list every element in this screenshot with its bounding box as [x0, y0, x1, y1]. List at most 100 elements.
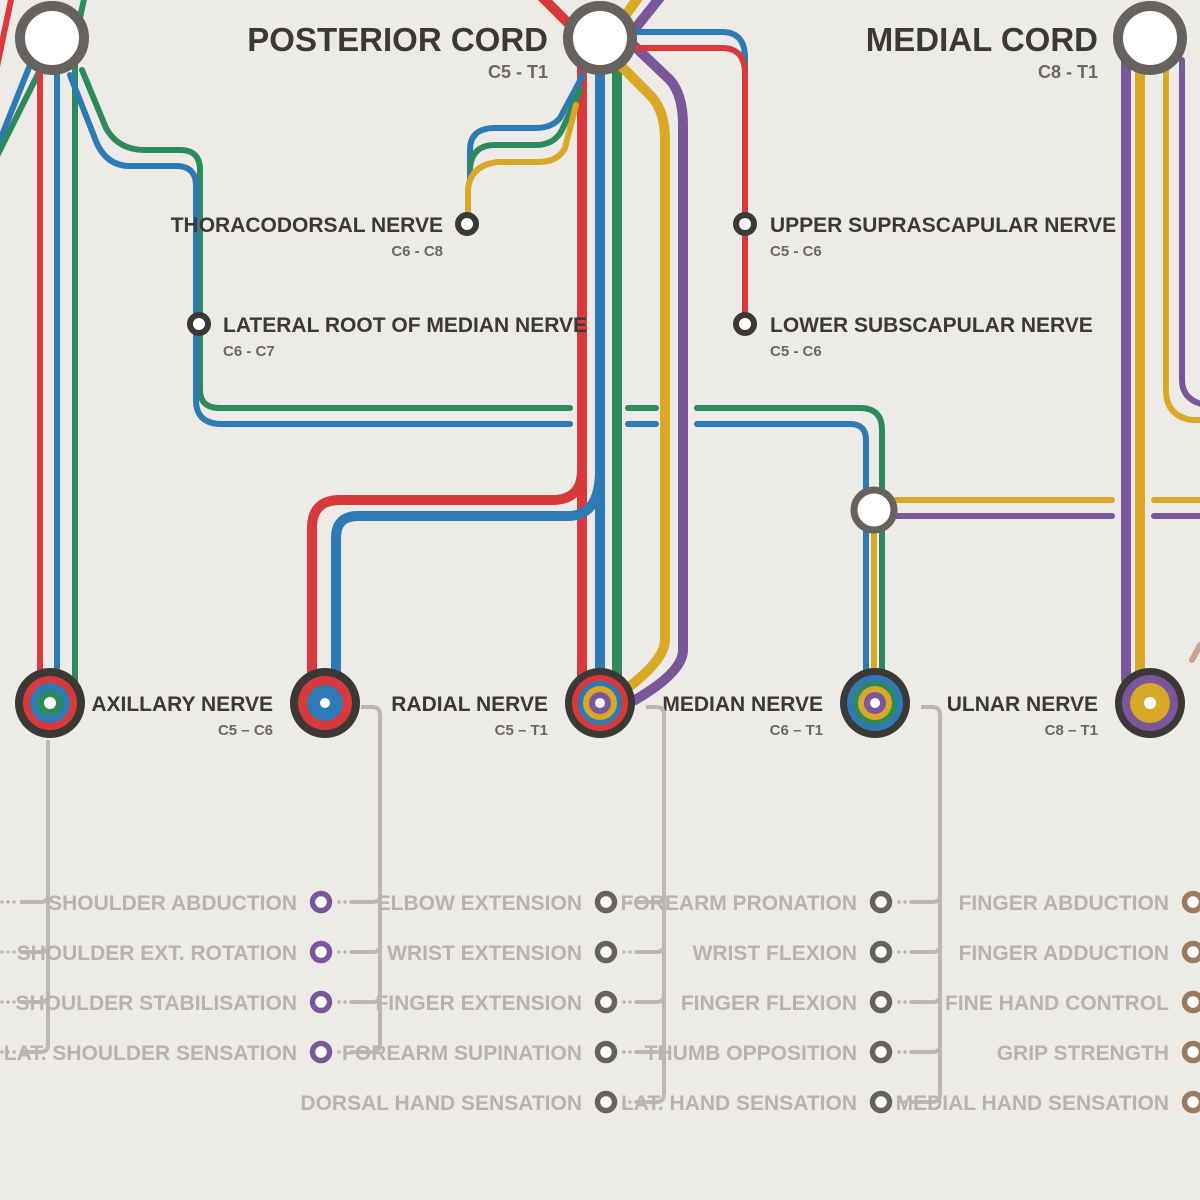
axillary-nerve-station[interactable] [290, 668, 360, 738]
lower-subscapular-station[interactable] [733, 312, 757, 336]
function-item[interactable]: FOREARM PRONATION [621, 890, 942, 915]
left-nerve-station[interactable] [15, 668, 85, 738]
ulnar-nerve-range: C8 – T1 [1045, 722, 1098, 739]
median-connector-trunk [911, 705, 942, 1104]
leader-dot [622, 1000, 626, 1004]
connector-left [20, 740, 50, 1054]
leader-dot [903, 1100, 907, 1104]
leader-dot [0, 950, 4, 954]
median-junction-station[interactable] [850, 486, 898, 534]
radial-nerve-station[interactable] [565, 668, 635, 738]
function-item[interactable]: SHOULDER ABDUCTION [48, 890, 382, 915]
leader-dot [628, 1100, 632, 1104]
leader-dot [12, 900, 16, 904]
labels: POSTERIOR CORD C5 - T1 MEDIAL CORD C8 - … [91, 21, 1116, 739]
leader-dot [634, 1100, 638, 1104]
lower-subscapular-range: C5 - C6 [770, 343, 822, 360]
leader-dot [634, 900, 638, 904]
leader-dot [628, 950, 632, 954]
axillary-connector-trunk [351, 705, 382, 1054]
function-connector-tick [351, 895, 382, 904]
connector-left-tick-3 [20, 995, 50, 1004]
function-station-icon [594, 890, 618, 914]
upper-subscapular-label: UPPER SUPRASCAPULAR NERVE [770, 214, 1116, 237]
leader-dot [909, 1050, 913, 1054]
leader-dot [12, 1000, 16, 1004]
function-item[interactable]: DORSAL HAND SENSATION [300, 1090, 638, 1115]
leader-dot [349, 900, 353, 904]
leader-dot [634, 1050, 638, 1054]
median-nerve-station[interactable] [840, 668, 910, 738]
function-label: FINGER ADDUCTION [959, 942, 1169, 965]
function-label: DORSAL HAND SENSATION [300, 1092, 582, 1115]
function-station-icon [869, 990, 893, 1014]
function-station-icon [594, 940, 618, 964]
function-label: GRIP STRENGTH [997, 1042, 1169, 1065]
function-item[interactable]: LAT. HAND SENSATION [621, 1090, 913, 1115]
leader-dot [628, 1000, 632, 1004]
function-label: SHOULDER ABDUCTION [48, 892, 297, 915]
line-green-thoracodorsal [467, 87, 583, 171]
line-brown-right-edge [1189, 642, 1200, 663]
lower-subscapular-label: LOWER SUBSCAPULAR NERVE [770, 314, 1093, 337]
leader-dot [343, 1000, 347, 1004]
function-station-icon [594, 990, 618, 1014]
upper-subscapular-station[interactable] [733, 212, 757, 236]
line-blue-lateral-root [67, 72, 573, 427]
ulnar-nerve-station[interactable] [1115, 668, 1185, 738]
line-blue-thoracodorsal [467, 72, 586, 183]
function-station-icon [309, 1040, 333, 1064]
leader-dot [6, 1050, 10, 1054]
leader-dot [903, 950, 907, 954]
lateral-root-range: C6 - C7 [223, 343, 275, 360]
posterior-cord-station[interactable] [563, 1, 637, 75]
leader-dot [909, 1000, 913, 1004]
function-item[interactable]: WRIST FLEXION [693, 940, 942, 965]
line-blue-to-median [694, 421, 869, 493]
leader-dot [897, 1050, 901, 1054]
line-green-to-median [694, 405, 885, 493]
leader-dot [628, 900, 632, 904]
function-connector-tick [911, 1045, 942, 1054]
function-item[interactable]: LAT. SHOULDER SENSATION [4, 1040, 353, 1065]
function-item[interactable]: THUMB OPPOSITION [645, 1040, 942, 1065]
line-red-subscapular [627, 45, 748, 328]
function-station-icon [594, 1090, 618, 1114]
function-item[interactable]: FINGER ABDUCTION [959, 890, 1200, 915]
lateral-cord-station[interactable] [15, 1, 89, 75]
axillary-nerve-range: C5 – C6 [218, 722, 273, 739]
function-label: SHOULDER EXT. ROTATION [17, 942, 297, 965]
function-item[interactable]: FINGER ADDUCTION [959, 940, 1200, 965]
function-item[interactable]: GRIP STRENGTH [997, 1040, 1200, 1065]
radial-nerve-range: C5 – T1 [495, 722, 548, 739]
function-item[interactable]: WRIST EXTENSION [387, 940, 666, 965]
function-item[interactable]: FINGER EXTENSION [375, 990, 666, 1015]
function-item[interactable]: SHOULDER STABILISATION [15, 990, 382, 1015]
median-nerve-range: C6 – T1 [770, 722, 823, 739]
thoracodorsal-station[interactable] [455, 212, 479, 236]
function-station-icon [869, 890, 893, 914]
function-station-icon [594, 1040, 618, 1064]
function-item[interactable]: FINE HAND CONTROL [945, 990, 1200, 1015]
lateral-root-station[interactable] [187, 312, 211, 336]
medial-cord-station[interactable] [1113, 1, 1187, 75]
function-item[interactable]: FOREARM SUPINATION [342, 1040, 666, 1065]
function-station-icon [1181, 1090, 1200, 1114]
function-item[interactable]: MEDIAL HAND SENSATION [896, 1090, 1200, 1115]
nerve-lines [0, 0, 1200, 705]
leader-dot [634, 950, 638, 954]
leader-dot [897, 1000, 901, 1004]
line-blue-axillary [331, 465, 605, 685]
function-connector-tick [636, 1045, 666, 1054]
function-item[interactable]: ELBOW EXTENSION [377, 890, 666, 915]
function-station-icon [1181, 1040, 1200, 1064]
function-connector-tick [911, 995, 942, 1004]
leader-dot [0, 900, 4, 904]
line-yellow-radial-curve [610, 55, 670, 695]
leader-dot [909, 950, 913, 954]
function-item[interactable]: SHOULDER EXT. ROTATION [17, 940, 382, 965]
axillary-nerve-label: AXILLARY NERVE [91, 693, 273, 716]
function-item[interactable]: FINGER FLEXION [681, 990, 942, 1015]
leader-dot [343, 950, 347, 954]
leader-dot [897, 1100, 901, 1104]
